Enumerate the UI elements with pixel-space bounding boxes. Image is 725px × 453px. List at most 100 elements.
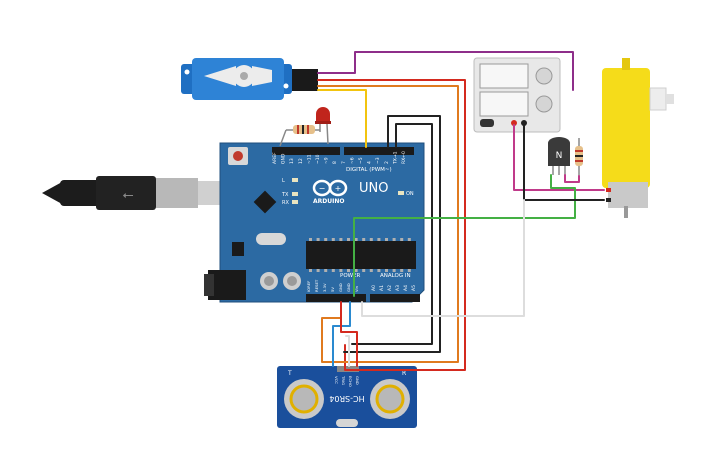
- chip-pin: [377, 238, 381, 241]
- t-label: T: [287, 370, 292, 377]
- digital-pin-label-8: 7: [341, 161, 347, 164]
- chip-pin: [369, 269, 373, 272]
- digital-pin-label-6: ~9: [324, 157, 330, 164]
- chip-pin: [407, 238, 411, 241]
- chip-pin: [309, 269, 312, 272]
- digital-pin-label-12: ~3: [375, 157, 381, 164]
- current-knob[interactable]: [535, 95, 553, 113]
- sensor-pin-label-1: TRIG: [341, 375, 346, 385]
- wire-purple-servo: [317, 51, 574, 91]
- power-pin-label-6: Vin: [354, 285, 359, 292]
- chip-pin: [347, 238, 350, 241]
- digital-pin-label-9: ~6: [349, 157, 355, 164]
- servo-motor: [181, 58, 318, 100]
- chip-pin: [316, 269, 320, 272]
- analog-header: [370, 294, 420, 302]
- analog-pin-label-0: A0: [371, 285, 377, 291]
- r-label: R: [402, 370, 406, 377]
- led-rx: [292, 200, 298, 204]
- digital-header-left: [272, 147, 340, 155]
- wire-black-1: [343, 115, 441, 353]
- digital-pin-label-5: ~10: [315, 154, 321, 164]
- digital-pin-label-7: 8: [332, 161, 338, 164]
- chip-pin: [400, 269, 404, 272]
- negative-terminal: [521, 120, 527, 126]
- arduino-logo: − +: [312, 179, 348, 197]
- digital-pin-label-4: ~11: [306, 154, 312, 164]
- chip-pin: [362, 238, 366, 241]
- chip-pin: [316, 238, 320, 241]
- sensor-pin-label-0: VCC: [334, 376, 339, 384]
- sensor-pin-label-3: GND: [355, 376, 360, 385]
- chip-pin: [324, 269, 328, 272]
- sensor-model: HC-SR04: [329, 394, 364, 403]
- analog-pin-label-2: A2: [387, 285, 393, 291]
- chip-pin: [324, 238, 328, 241]
- servo-connector: [292, 69, 318, 91]
- digital-pin-label-1: GND: [281, 153, 287, 164]
- wire-magenta: [564, 174, 580, 183]
- wire-black-2: [351, 123, 433, 345]
- power-pin-label-4: GND: [338, 283, 343, 292]
- microcontroller-chip: [306, 241, 416, 269]
- transistor-label: N: [556, 151, 563, 161]
- brand-label: ARDUINO: [313, 198, 344, 205]
- chip-pin: [339, 238, 343, 241]
- model-label: UNO: [359, 181, 388, 196]
- chip-pin: [385, 269, 388, 272]
- chip-pin: [369, 238, 373, 241]
- led-rx-label: RX: [282, 200, 289, 206]
- led-l: [292, 178, 298, 182]
- current-display: [479, 91, 529, 117]
- voltage-knob[interactable]: [535, 67, 553, 85]
- chip-pin: [392, 238, 396, 241]
- wires: [317, 51, 605, 371]
- power-pin-label-3: 5V: [330, 287, 335, 292]
- regulator: [232, 242, 244, 256]
- chip-pin: [339, 269, 343, 272]
- power-jack: [208, 270, 246, 300]
- digital-label: DIGITAL (PWM~): [346, 167, 392, 173]
- digital-pin-label-3: 12: [298, 158, 304, 164]
- positive-terminal: [511, 120, 517, 126]
- power-switch[interactable]: [480, 119, 494, 127]
- analog-pin-label-1: A1: [379, 285, 385, 291]
- chip-pin: [377, 269, 381, 272]
- chip-pin: [347, 269, 350, 272]
- power-pin-label-0: IOREF: [306, 281, 311, 292]
- svg-text:+: +: [335, 184, 342, 193]
- analog-pin-label-3: A3: [395, 285, 401, 291]
- power-pin-label-2: 3.3V: [322, 283, 327, 292]
- chip-pin: [392, 269, 396, 272]
- dc-gear-motor: [602, 58, 674, 218]
- analog-pin-label-4: A4: [403, 285, 409, 291]
- chip-pin: [362, 269, 366, 272]
- on-label: ON: [406, 191, 414, 197]
- led-tx-label: TX: [281, 192, 289, 198]
- wire-yellow-signal: [317, 89, 367, 148]
- led-resistor: [279, 125, 320, 147]
- base-resistor: [575, 138, 583, 176]
- chip-pin: [400, 238, 404, 241]
- wire-white-sensor: [345, 335, 350, 367]
- usb-cable: ⭠: [42, 176, 226, 210]
- digital-pin-label-0: AREF: [272, 152, 278, 164]
- red-led: [315, 107, 331, 145]
- digital-pin-label-13: 2: [384, 161, 390, 164]
- power-label: POWER: [340, 273, 361, 279]
- digital-pin-label-15: RX←0: [401, 151, 407, 164]
- digital-pin-label-10: ~5: [358, 157, 364, 164]
- digital-pin-label-2: 13: [289, 158, 295, 164]
- power-supply: [473, 57, 561, 133]
- svg-text:−: −: [319, 184, 326, 193]
- chip-pin: [309, 238, 312, 241]
- wire-red-sensor: [340, 301, 358, 367]
- chip-pin: [331, 269, 335, 272]
- led-on: [398, 191, 404, 195]
- chip-pin: [354, 238, 358, 241]
- digital-pin-label-14: TX→1: [392, 151, 398, 165]
